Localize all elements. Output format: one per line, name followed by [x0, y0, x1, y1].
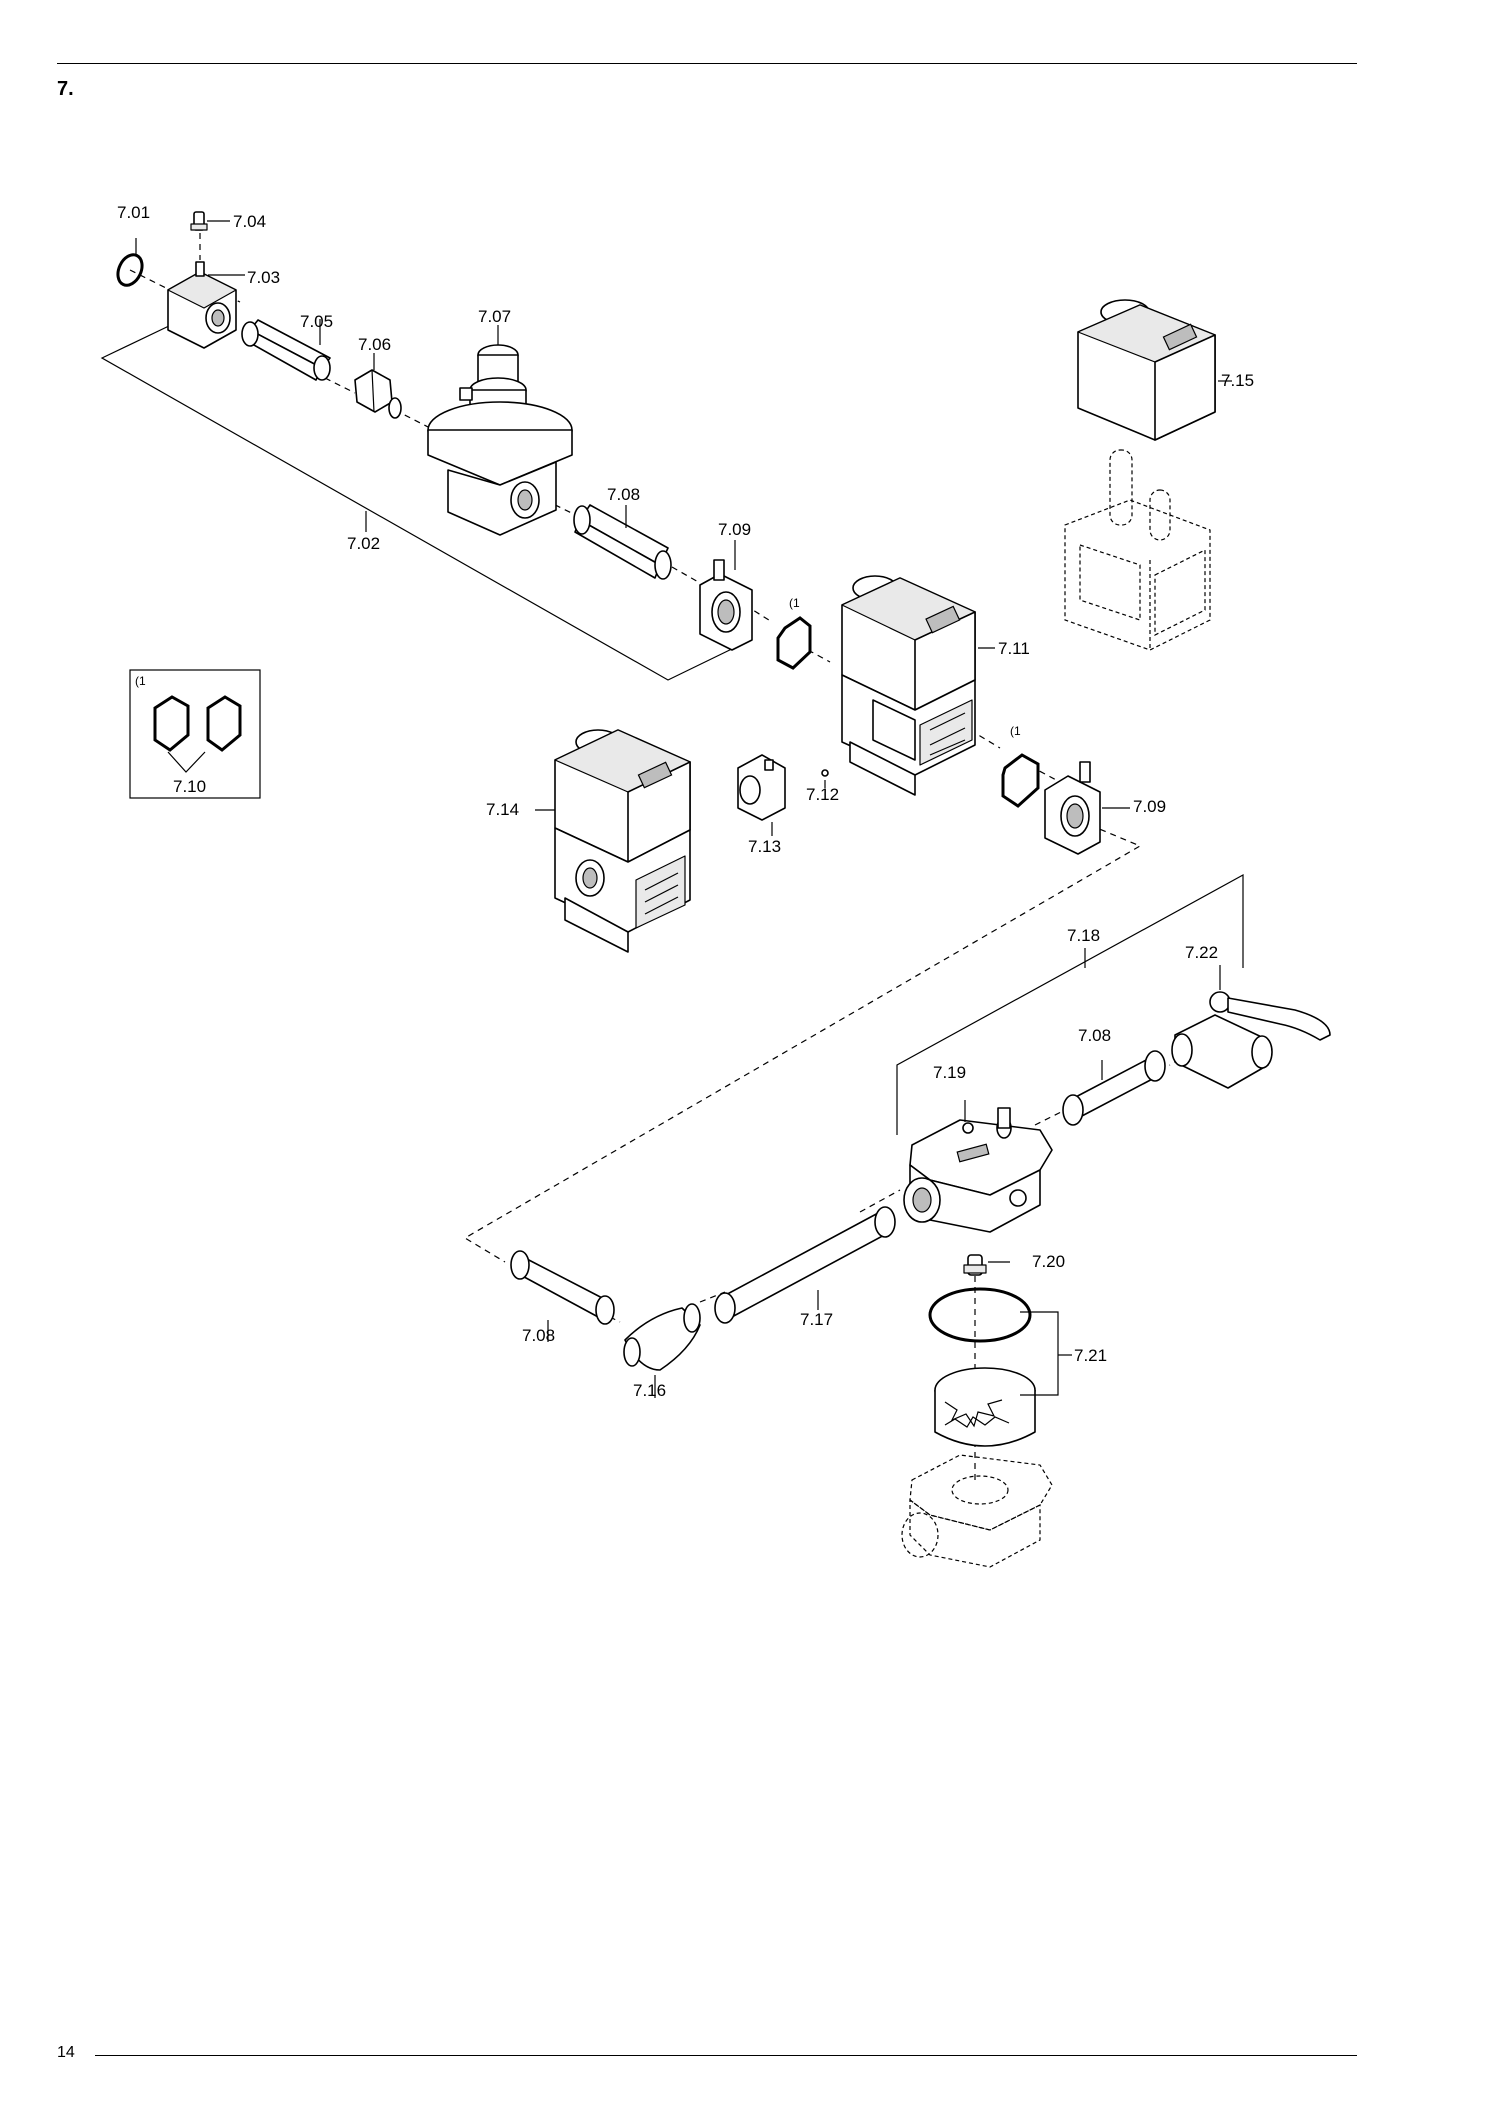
flow-line-return [463, 824, 1142, 1263]
flow-line [129, 269, 171, 291]
callout-7-09-lower: 7.09 [1133, 797, 1166, 816]
actuator-7-15 [1077, 299, 1232, 441]
small-part-7-12 [821, 769, 829, 788]
elbow-7-16 [623, 1303, 701, 1398]
flow-line [859, 1189, 901, 1213]
callout-7-11: 7.11 [998, 639, 1030, 658]
note-1-box: (1 [135, 674, 146, 688]
bracket-7-02 [100, 324, 741, 681]
note-1-middle: (1 [1010, 724, 1021, 738]
test-nipple-7-04 [190, 211, 230, 231]
note-1-upper: (1 [789, 596, 800, 610]
callout-7-13: 7.13 [748, 837, 781, 856]
pipe-nipple-7-08-upper [573, 504, 672, 580]
callout-7-12: 7.12 [806, 785, 839, 804]
callout-7-07: 7.07 [478, 307, 511, 326]
callout-7-01: 7.01 [117, 203, 150, 222]
flow-line [324, 377, 356, 394]
callout-7-06: 7.06 [358, 335, 391, 354]
ghost-filter-housing [901, 1454, 1053, 1568]
callout-7-15: 7.15 [1221, 371, 1254, 390]
flange-7-09-upper [699, 540, 753, 651]
pipe-7-17 [714, 1206, 896, 1324]
footer-rule [95, 2055, 1357, 2056]
flange-7-03 [167, 261, 245, 349]
section-number: 7. [57, 78, 74, 100]
callout-7-09-upper: 7.09 [718, 520, 751, 539]
gasket-note-upper [776, 616, 812, 670]
header-rule [57, 63, 1357, 64]
hex-nipple-7-06 [354, 353, 402, 419]
callout-7-02: 7.02 [347, 534, 380, 553]
callout-7-08-right: 7.08 [1078, 1026, 1111, 1045]
pipe-nipple-7-08-right [1062, 1050, 1166, 1126]
ball-valve-7-22 [1171, 965, 1331, 1089]
callout-7-08-upper: 7.08 [607, 485, 640, 504]
pressure-regulator-7-07 [427, 325, 573, 536]
nipple-7-20 [963, 1254, 1010, 1276]
gasket-note-middle [1001, 753, 1040, 808]
callout-7-05: 7.05 [300, 312, 333, 331]
pipe-nipple-7-05 [241, 319, 331, 381]
callout-7-08-lower: 7.08 [522, 1326, 555, 1345]
callout-7-14: 7.14 [486, 800, 519, 819]
flow-line [544, 499, 591, 523]
flow-line [671, 566, 701, 584]
ghost-valve-body [1064, 449, 1211, 651]
callout-7-20: 7.20 [1032, 1252, 1065, 1271]
gas-valve-7-11 [841, 575, 995, 796]
filter-insert-7-21 [928, 1287, 1072, 1447]
gasket-set-box-7-10 [129, 669, 261, 799]
flange-7-09-lower [1044, 761, 1130, 855]
bracket-7-18 [896, 873, 1244, 1135]
callout-7-21: 7.21 [1074, 1346, 1107, 1365]
callout-7-04: 7.04 [233, 212, 266, 231]
pressure-switch-7-13 [737, 754, 786, 836]
page-number: 14 [57, 2044, 75, 2061]
gas-filter-7-19 [903, 1100, 1053, 1233]
callout-7-17: 7.17 [800, 1310, 833, 1329]
callout-7-10: 7.10 [173, 777, 206, 796]
gas-valve-7-14 [535, 729, 691, 953]
flow-line [1034, 1109, 1066, 1126]
callout-7-03: 7.03 [247, 268, 280, 287]
callout-7-22: 7.22 [1185, 943, 1218, 962]
callout-7-16: 7.16 [633, 1381, 666, 1400]
pipe-nipple-7-08-lower [510, 1250, 615, 1342]
callout-7-18: 7.18 [1067, 926, 1100, 945]
o-ring-7-01 [116, 238, 144, 287]
callout-7-19: 7.19 [933, 1063, 966, 1082]
flow-line [807, 649, 831, 663]
